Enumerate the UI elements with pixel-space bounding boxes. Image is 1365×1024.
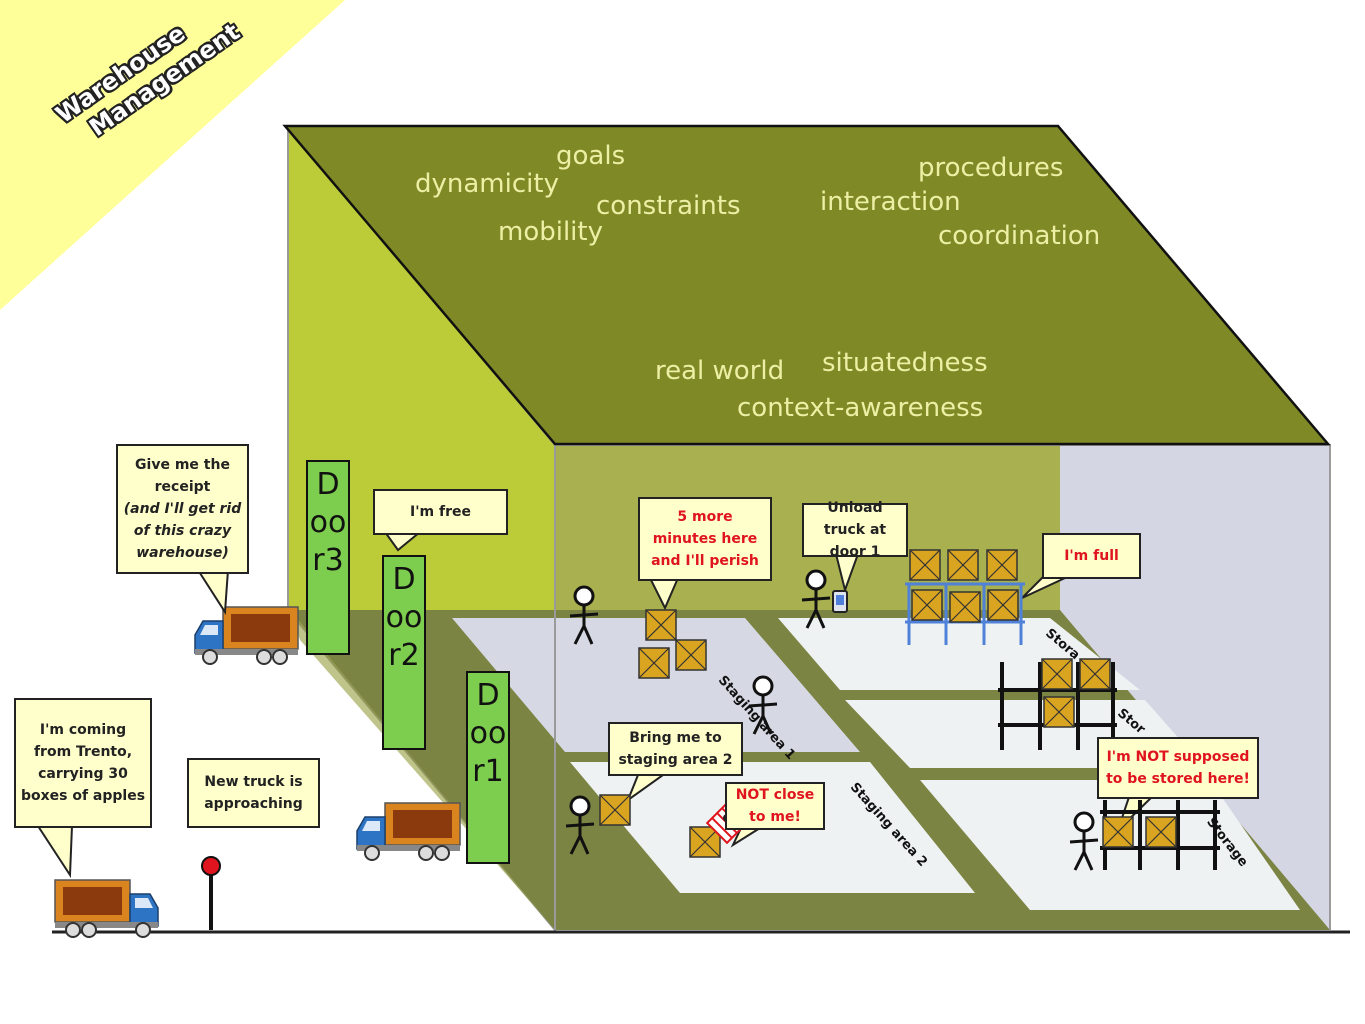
door-2[interactable]: Door2 — [382, 555, 426, 750]
keyword-coordination: coordination — [938, 221, 1101, 251]
crate — [1102, 816, 1134, 848]
callout-bring: Bring me to staging area 2 — [608, 722, 743, 776]
blue-rack — [905, 582, 1025, 645]
keyword-interaction: interaction — [820, 187, 961, 217]
callout-not-supposed: I'm NOT supposed to be stored here! — [1097, 737, 1259, 799]
corner-band — [0, 0, 345, 310]
crate — [986, 549, 1018, 581]
roof — [282, 124, 1331, 446]
callout-receipt-text: Give me the receipt — [135, 457, 230, 495]
callout-perish: 5 more minutes here and I'll perish — [638, 497, 772, 581]
crate — [911, 589, 943, 621]
crate — [909, 549, 941, 581]
keyword-dynamicity: dynamicity — [415, 169, 559, 199]
callout-unload: Unload truck at door 1 — [802, 500, 908, 560]
callout-receipt-italic: (and I'll get rid of this crazy warehous… — [123, 501, 242, 561]
crate — [947, 549, 979, 581]
keyword-real-world: real world — [655, 356, 785, 386]
keyword-situatedness: situatedness — [822, 348, 988, 378]
keyword-constraints: constraints — [596, 191, 741, 221]
crate — [599, 794, 631, 826]
crate — [1145, 816, 1177, 848]
keyword-goals: goals — [556, 141, 626, 171]
tail-trento — [36, 825, 74, 879]
callout-free: I'm free — [373, 489, 508, 535]
keyword-mobility: mobility — [498, 217, 603, 247]
callout-full: I'm full — [1042, 533, 1141, 579]
crate — [1043, 696, 1075, 728]
crate — [638, 647, 670, 679]
tail-receipt — [196, 569, 230, 616]
truck-arriving — [54, 879, 159, 938]
signal-light-icon — [201, 856, 221, 876]
crate — [987, 589, 1019, 621]
keyword-procedures: procedures — [918, 153, 1064, 183]
keyword-context-awareness: context-awareness — [737, 393, 984, 423]
crate — [675, 639, 707, 671]
crate — [1079, 658, 1111, 690]
callout-receipt: Give me the receipt (and I'll get rid of… — [116, 444, 249, 574]
truck-door3 — [194, 606, 299, 665]
truck-door1 — [356, 802, 461, 861]
callout-trento: I'm coming from Trento, carrying 30 boxe… — [14, 698, 152, 828]
crate — [645, 609, 677, 641]
crate — [949, 591, 981, 623]
door-3[interactable]: Door3 — [306, 460, 350, 655]
door-1[interactable]: Door1 — [466, 671, 510, 864]
callout-new-truck: New truck is approaching — [187, 758, 320, 828]
callout-not-close: NOT close to me! — [725, 782, 825, 830]
crate — [1041, 658, 1073, 690]
